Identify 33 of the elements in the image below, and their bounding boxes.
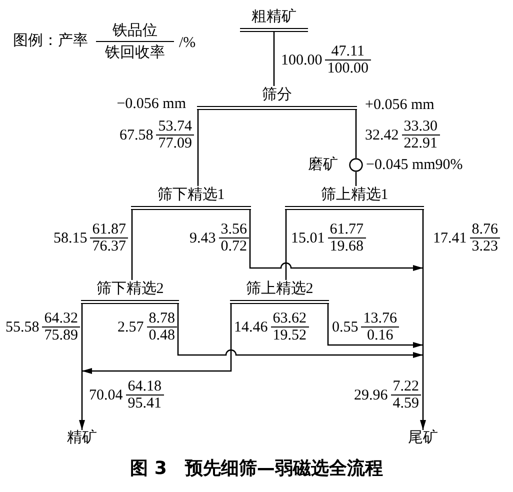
size-label: −0.045 mm90% [366,158,463,172]
flow-arrow [249,210,423,271]
size-label: +0.056 mm [365,96,434,114]
process-label: 粗精矿 [252,8,296,26]
flow-line [422,345,424,355]
process-label: 筛下精选2 [96,280,164,298]
flow-line [273,32,275,86]
process-label: 筛上精选1 [320,186,388,204]
flow-line [422,268,424,345]
process-label: 筛分 [262,86,292,104]
figure-caption: 图 3 预先细筛—弱磁选全流程 [130,459,383,479]
unit-label: /% [179,34,196,52]
flow-arrow [327,304,423,348]
notation-label: 图例：产率 [13,32,88,50]
flow-line [131,210,133,280]
notation-numerator: 铁品位 [96,22,174,42]
process-label: 磨矿 [308,158,338,172]
flow-line [197,110,199,186]
flow-arrow [420,355,426,430]
flow-line [422,210,424,268]
flow-line [355,172,357,186]
process-label: 筛下精选1 [157,186,225,204]
flow-arrow [82,304,232,374]
flow-line [81,304,83,371]
flow-line [355,110,357,158]
notation-denominator: 铁回收率 [104,44,166,63]
flow-line [285,210,287,280]
flow-arrow [79,371,85,430]
product-label: 尾矿 [408,430,438,446]
flow-arrow [177,304,423,358]
size-label: −0.056 mm [116,95,186,113]
process-label: 筛上精选2 [246,280,314,298]
product-label: 精矿 [67,430,97,446]
